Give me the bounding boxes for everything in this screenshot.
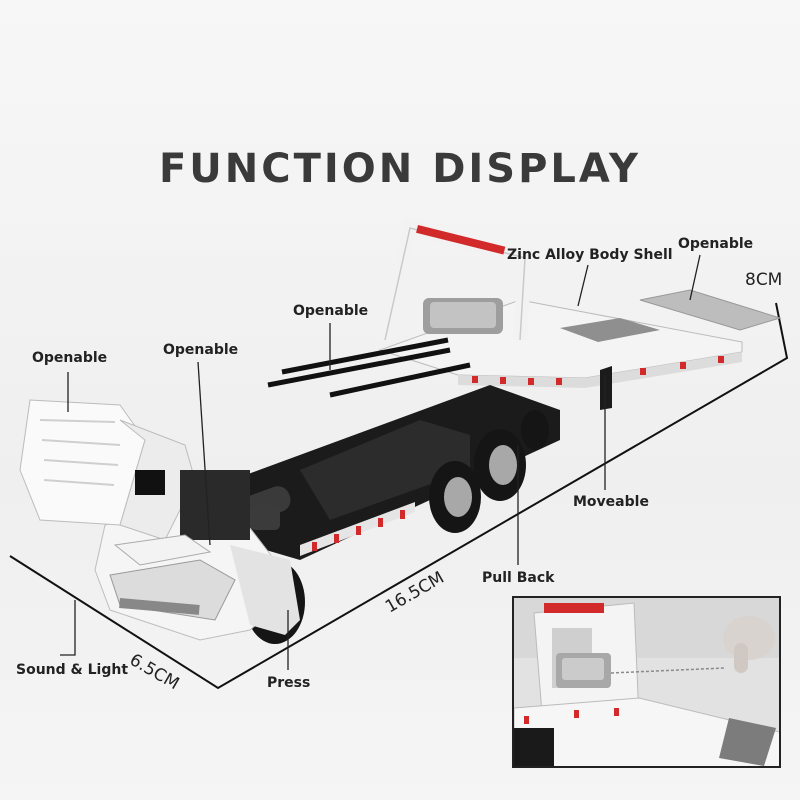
label-openable-ramp: Openable bbox=[678, 236, 754, 252]
chassis bbox=[232, 366, 612, 560]
label-press: Press bbox=[267, 675, 311, 691]
cab bbox=[19, 399, 300, 641]
label-sound-light: Sound & Light bbox=[16, 662, 129, 678]
page-title: FUNCTION DISPLAY bbox=[158, 146, 641, 192]
extension-rack bbox=[267, 337, 471, 398]
label-pull-back: Pull Back bbox=[482, 570, 555, 586]
dimension-height: 8CM bbox=[745, 270, 783, 290]
label-openable-cab: Openable bbox=[32, 350, 108, 366]
leader-lines bbox=[60, 254, 701, 670]
detail-inset-photo bbox=[512, 596, 781, 768]
label-openable-rack: Openable bbox=[293, 303, 369, 319]
label-openable-hood: Openable bbox=[163, 342, 239, 358]
dimension-lines bbox=[9, 302, 789, 690]
flatbed-deck bbox=[378, 219, 782, 388]
label-moveable: Moveable bbox=[573, 494, 649, 510]
winch-detail-image bbox=[514, 598, 779, 766]
label-zinc-alloy: Zinc Alloy Body Shell bbox=[507, 247, 673, 263]
